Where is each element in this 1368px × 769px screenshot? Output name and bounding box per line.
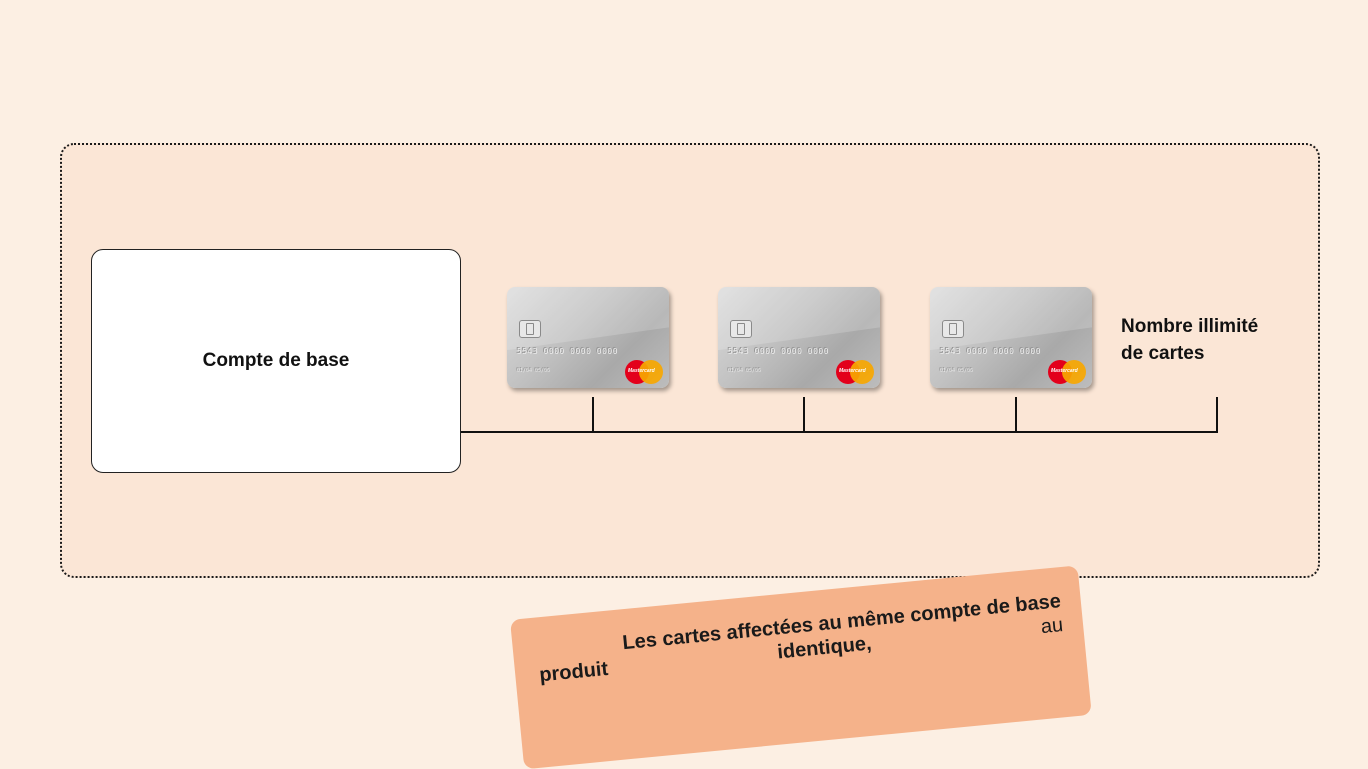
mastercard-logo-icon: Mastercard	[1048, 360, 1088, 384]
card-expiry: 01/04 05/06	[517, 368, 551, 374]
connector-horizontal-line	[461, 431, 1218, 433]
connector-card-2-line	[803, 397, 805, 433]
connector-unlimited-line	[1216, 397, 1218, 433]
connector-card-1-line	[592, 397, 594, 433]
credit-card-1: 5543 0000 0000 0000 01/04 05/06 Masterca…	[507, 287, 669, 388]
connector-card-3-line	[1015, 397, 1017, 433]
card-expiry: 01/04 05/06	[728, 368, 762, 374]
base-account-box: Compte de base	[91, 249, 461, 473]
credit-card-2: 5543 0000 0000 0000 01/04 05/06 Masterca…	[718, 287, 880, 388]
card-expiry: 01/04 05/06	[940, 368, 974, 374]
credit-card-3: 5543 0000 0000 0000 01/04 05/06 Masterca…	[930, 287, 1092, 388]
chip-icon	[942, 320, 964, 338]
unlimited-cards-line-1: Nombre illimité	[1121, 316, 1259, 337]
base-account-label: Compte de base	[202, 350, 350, 371]
mastercard-logo-icon: Mastercard	[625, 360, 665, 384]
note-line-2-rest: au	[1039, 614, 1065, 639]
unlimited-cards-label: Nombre illimité de cartes	[1121, 313, 1258, 367]
card-number: 5543 0000 0000 0000	[517, 347, 619, 356]
mastercard-logo-icon: Mastercard	[836, 360, 876, 384]
chip-icon	[519, 320, 541, 338]
unlimited-cards-line-2: de cartes	[1121, 343, 1205, 364]
chip-icon	[730, 320, 752, 338]
card-number: 5543 0000 0000 0000	[940, 347, 1042, 356]
card-number: 5543 0000 0000 0000	[728, 347, 830, 356]
info-note: Les cartes affectées au même compte de b…	[510, 565, 1092, 769]
